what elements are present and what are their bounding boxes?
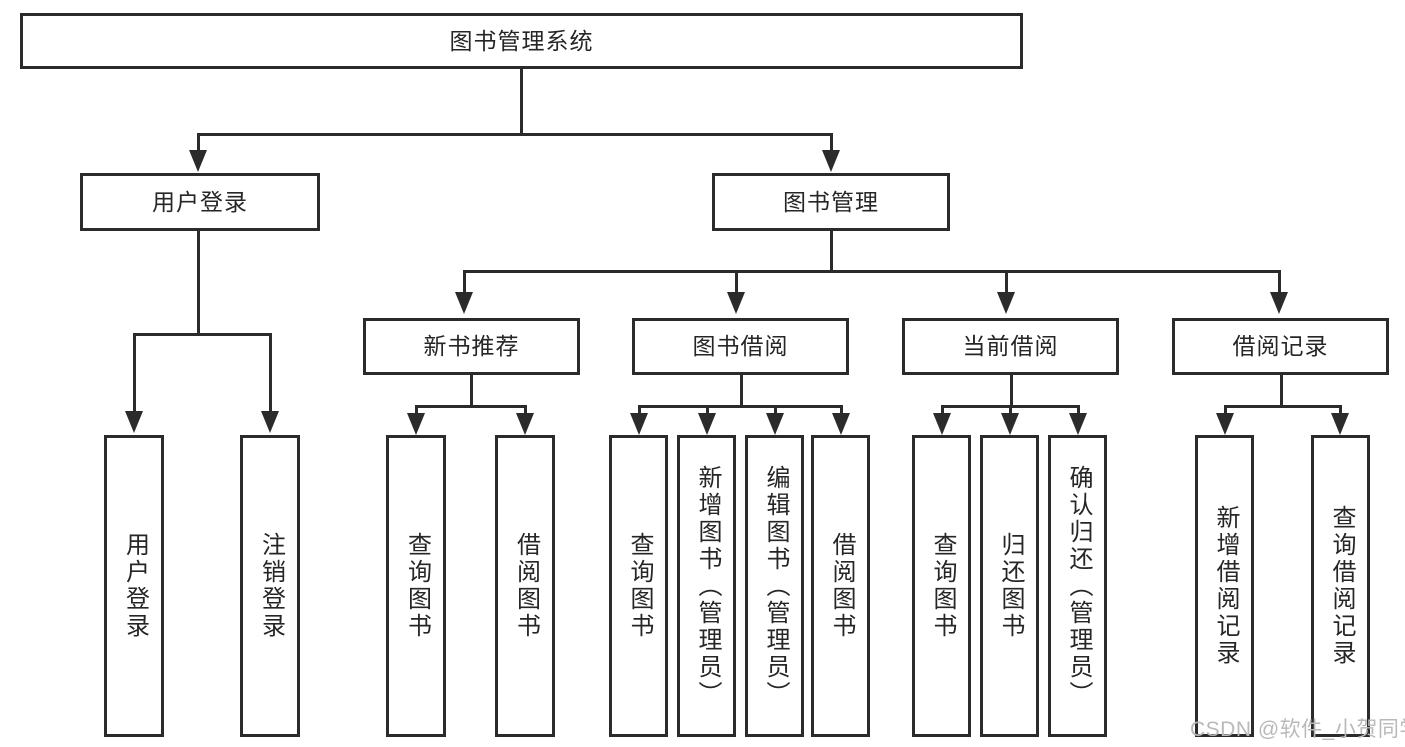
node-book-borrow[interactable]: 图书借阅 bbox=[632, 318, 849, 375]
edge-user-login-leg-1 bbox=[133, 333, 136, 415]
leaf-book-borrow-edit[interactable]: 编辑图书（管理员） bbox=[745, 435, 804, 737]
leaf-book-borrow-add[interactable]: 新增图书（管理员） bbox=[677, 435, 736, 737]
node-label: 查询图书 bbox=[625, 532, 653, 640]
node-root-system[interactable]: 图书管理系统 bbox=[20, 13, 1023, 69]
edge-borrow-record-leg-2 bbox=[1339, 405, 1342, 417]
node-label: 归还图书 bbox=[996, 532, 1024, 640]
edge-new-book-stem bbox=[470, 375, 473, 407]
arrow-current-borrow-leaf-3 bbox=[1069, 413, 1087, 435]
node-label: 新书推荐 bbox=[423, 333, 520, 360]
node-label: 图书管理 bbox=[783, 188, 879, 215]
edge-current-borrow-leg-3 bbox=[1077, 405, 1080, 417]
arrow-book-manage-child-2 bbox=[727, 292, 745, 314]
edge-user-login-stem bbox=[197, 231, 200, 335]
node-book-management[interactable]: 图书管理 bbox=[712, 173, 950, 231]
edge-borrow-record-bus bbox=[1224, 405, 1342, 408]
edge-user-login-bus bbox=[133, 333, 269, 336]
edge-user-login-leg-2 bbox=[269, 333, 272, 415]
edge-current-borrow-stem bbox=[1010, 375, 1013, 407]
arrow-borrow-record-leaf-1 bbox=[1216, 413, 1234, 435]
edge-borrow-record-leg-1 bbox=[1224, 405, 1227, 417]
node-label: 查询图书 bbox=[928, 532, 956, 640]
node-label: 注销登录 bbox=[257, 532, 285, 640]
edge-book-manage-leg-4 bbox=[1278, 270, 1281, 296]
node-label: 编辑图书（管理员） bbox=[761, 464, 789, 708]
edge-current-borrow-leg-2 bbox=[1009, 405, 1012, 417]
node-label: 新增借阅记录 bbox=[1211, 505, 1239, 667]
leaf-user-login-logout[interactable]: 注销登录 bbox=[240, 435, 300, 737]
node-borrow-record[interactable]: 借阅记录 bbox=[1172, 318, 1389, 375]
leaf-book-borrow-query[interactable]: 查询图书 bbox=[609, 435, 668, 737]
leaf-borrow-record-query[interactable]: 查询借阅记录 bbox=[1311, 435, 1370, 737]
leaf-current-borrow-query[interactable]: 查询图书 bbox=[912, 435, 971, 737]
arrow-book-manage-child-4 bbox=[1270, 292, 1288, 314]
leaf-current-borrow-return[interactable]: 归还图书 bbox=[980, 435, 1039, 737]
node-label: 当前借阅 bbox=[962, 333, 1059, 360]
edge-borrow-record-stem bbox=[1280, 375, 1283, 407]
edge-book-borrow-leg-2 bbox=[706, 405, 709, 417]
edge-book-borrow-stem bbox=[740, 375, 743, 407]
edge-current-borrow-leg-1 bbox=[941, 405, 944, 417]
node-current-borrow[interactable]: 当前借阅 bbox=[902, 318, 1119, 375]
edge-root-to-book-manage bbox=[830, 133, 833, 154]
node-user-login[interactable]: 用户登录 bbox=[80, 173, 320, 231]
edge-book-manage-bus bbox=[463, 270, 1281, 273]
arrow-current-borrow-leaf-2 bbox=[1001, 413, 1019, 435]
edge-book-borrow-leg-1 bbox=[638, 405, 641, 417]
arrow-root-to-book-manage bbox=[822, 150, 840, 172]
leaf-current-borrow-confirm[interactable]: 确认归还（管理员） bbox=[1048, 435, 1107, 737]
node-label: 借阅图书 bbox=[512, 532, 540, 640]
arrow-root-to-user-login bbox=[189, 150, 207, 172]
node-label: 图书管理系统 bbox=[449, 27, 594, 54]
edge-book-manage-leg-3 bbox=[1005, 270, 1008, 296]
leaf-new-book-borrow[interactable]: 借阅图书 bbox=[495, 435, 555, 737]
node-label: 用户登录 bbox=[121, 532, 149, 640]
edge-book-manage-stem bbox=[830, 231, 833, 272]
arrow-book-borrow-leaf-2 bbox=[698, 413, 716, 435]
arrow-current-borrow-leaf-1 bbox=[933, 413, 951, 435]
node-label: 查询图书 bbox=[403, 532, 431, 640]
edge-new-book-bus bbox=[415, 405, 527, 408]
leaf-new-book-query[interactable]: 查询图书 bbox=[386, 435, 446, 737]
arrow-new-book-leaf-2 bbox=[516, 413, 534, 435]
node-label: 借阅图书 bbox=[827, 532, 855, 640]
node-label: 借阅记录 bbox=[1232, 333, 1329, 360]
edge-book-manage-leg-2 bbox=[735, 270, 738, 296]
arrow-book-borrow-leaf-4 bbox=[832, 413, 850, 435]
arrow-borrow-record-leaf-2 bbox=[1331, 413, 1349, 435]
node-label: 查询借阅记录 bbox=[1327, 505, 1355, 667]
edge-root-to-user-login bbox=[197, 133, 200, 154]
leaf-borrow-record-add[interactable]: 新增借阅记录 bbox=[1195, 435, 1254, 737]
leaf-user-login-login[interactable]: 用户登录 bbox=[104, 435, 164, 737]
edge-book-borrow-leg-4 bbox=[840, 405, 843, 417]
edge-new-book-leg-2 bbox=[524, 405, 527, 417]
edge-new-book-leg-1 bbox=[415, 405, 418, 417]
arrow-user-login-leaf-2 bbox=[261, 411, 279, 433]
edge-book-borrow-leg-3 bbox=[774, 405, 777, 417]
arrow-new-book-leaf-1 bbox=[407, 413, 425, 435]
edge-root-stem bbox=[520, 69, 523, 135]
arrow-user-login-leaf-1 bbox=[125, 411, 143, 433]
node-new-book-recommend[interactable]: 新书推荐 bbox=[363, 318, 580, 375]
node-label: 新增图书（管理员） bbox=[693, 464, 721, 708]
edge-book-manage-leg-1 bbox=[463, 270, 466, 296]
arrow-book-borrow-leaf-1 bbox=[630, 413, 648, 435]
arrow-book-manage-child-1 bbox=[455, 292, 473, 314]
node-label: 确认归还（管理员） bbox=[1064, 464, 1092, 708]
edge-book-borrow-bus bbox=[638, 405, 842, 408]
node-label: 用户登录 bbox=[152, 188, 248, 215]
arrow-book-manage-child-3 bbox=[997, 292, 1015, 314]
arrow-book-borrow-leaf-3 bbox=[766, 413, 784, 435]
edge-root-bus bbox=[197, 133, 833, 136]
leaf-book-borrow-borrow[interactable]: 借阅图书 bbox=[811, 435, 870, 737]
node-label: 图书借阅 bbox=[692, 333, 789, 360]
